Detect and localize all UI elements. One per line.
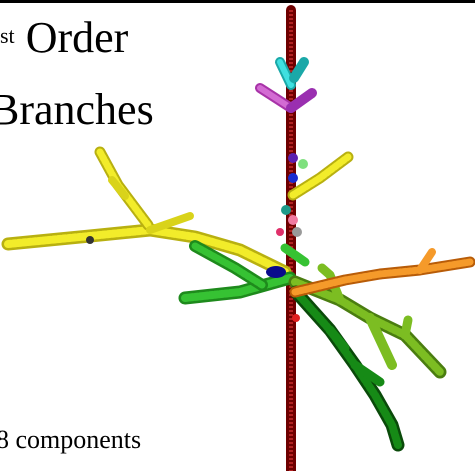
navy-node — [266, 266, 286, 278]
title-superscript: st — [0, 23, 15, 48]
violet-node — [288, 153, 298, 163]
title-order-text: Order — [14, 13, 129, 62]
dark-green-branch — [289, 285, 405, 452]
teal-node — [281, 205, 291, 215]
title-line-2: Branches — [0, 85, 154, 134]
red-node — [292, 314, 300, 322]
trunk-nodes — [86, 153, 308, 322]
orange-branch — [289, 248, 475, 298]
pink-node — [288, 215, 298, 225]
top-cluster-branches — [255, 57, 317, 113]
rose-node — [276, 228, 284, 236]
yellow-branch — [1, 146, 292, 279]
gray-node — [292, 227, 302, 237]
olive-green-branch — [288, 263, 447, 379]
dark-node — [86, 236, 94, 244]
title-line-1: st Order — [0, 16, 128, 60]
top-border-line — [0, 0, 475, 3]
components-caption: 8 components — [0, 425, 142, 454]
green-branch — [178, 240, 310, 305]
light-green-node — [298, 159, 308, 169]
blue-node — [288, 173, 298, 183]
yellow-upper-branch — [287, 151, 354, 201]
